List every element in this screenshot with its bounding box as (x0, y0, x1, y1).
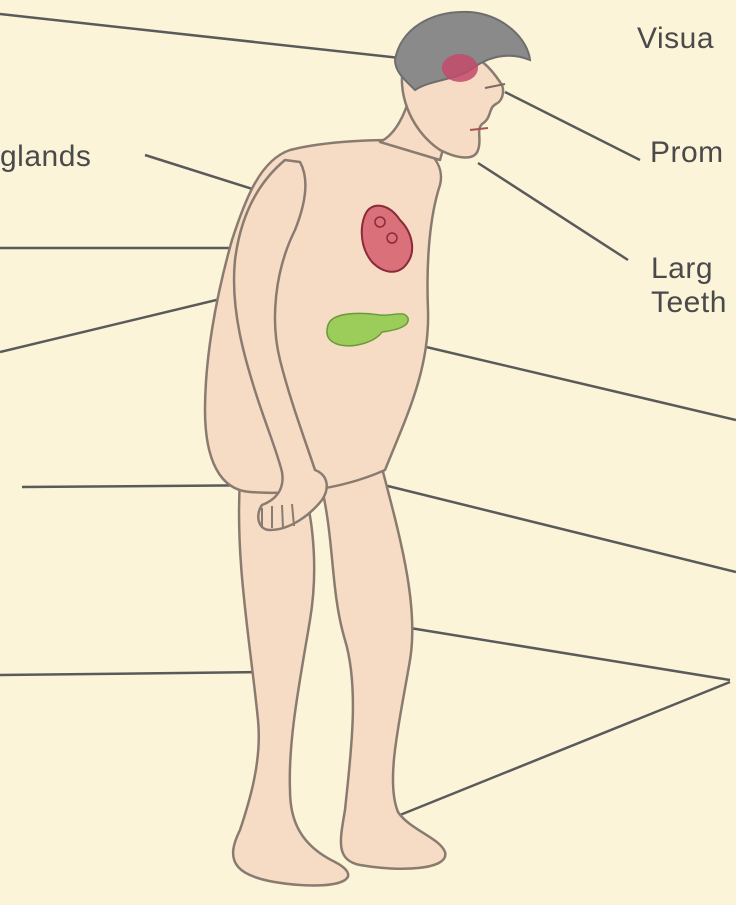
label-visual: Visua (637, 22, 714, 56)
leader-line-pancreas (405, 342, 736, 420)
leader-line-knee (410, 628, 730, 680)
body-silhouette (205, 95, 460, 885)
front-leg (320, 460, 445, 869)
label-glands: glands (0, 140, 91, 174)
leader-line-prominent (505, 92, 640, 160)
pituitary-region (442, 54, 478, 82)
leader-line-ankle (400, 682, 730, 815)
leader-line-teeth (478, 163, 628, 260)
label-prominent: Prom (650, 136, 724, 170)
leader-line-visual (0, 14, 418, 60)
leader-line-thigh (0, 672, 268, 675)
label-large-teeth: Larg Teeth (651, 252, 727, 320)
